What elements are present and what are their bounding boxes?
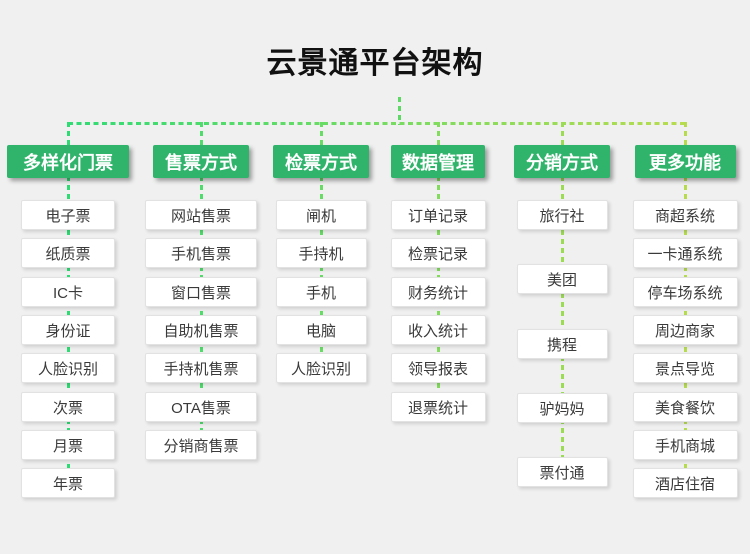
connector-horizontal-line — [68, 122, 687, 125]
item-box: 电脑 — [275, 315, 367, 345]
item-box: 美团 — [516, 264, 608, 294]
item-box: 酒店住宿 — [632, 468, 738, 498]
item-box: 检票记录 — [390, 238, 486, 268]
item-box: 周边商家 — [632, 315, 738, 345]
item-box: 手机售票 — [145, 238, 257, 268]
item-box: 驴妈妈 — [516, 393, 608, 423]
item-box: 领导报表 — [390, 353, 486, 383]
item-box: 次票 — [21, 392, 115, 422]
item-box: 电子票 — [21, 200, 115, 230]
item-box: 手持机 — [275, 238, 367, 268]
item-box: 订单记录 — [390, 200, 486, 230]
item-box: 美食餐饮 — [632, 392, 738, 422]
diagram-title: 云景通平台架构 — [266, 47, 484, 80]
column-header: 检票方式 — [273, 145, 369, 178]
item-box: 一卡通系统 — [632, 238, 738, 268]
item-box: 人脸识别 — [275, 353, 367, 383]
item-box: 旅行社 — [516, 200, 608, 230]
connector-title-stub — [397, 97, 401, 125]
item-box: 手机 — [275, 277, 367, 307]
item-box: 纸质票 — [21, 238, 115, 268]
item-box: 财务统计 — [390, 277, 486, 307]
item-box: 自助机售票 — [145, 315, 257, 345]
connector-column-line — [560, 122, 564, 473]
item-box: 网站售票 — [145, 200, 257, 230]
item-box: 景点导览 — [632, 353, 738, 383]
item-box: 携程 — [516, 329, 608, 359]
item-box: 手持机售票 — [145, 353, 257, 383]
item-box: 退票统计 — [390, 392, 486, 422]
item-box: IC卡 — [21, 277, 115, 307]
item-box: 停车场系统 — [632, 277, 738, 307]
item-box: 年票 — [21, 468, 115, 498]
column-header: 数据管理 — [391, 145, 485, 178]
column-header: 多样化门票 — [7, 145, 129, 178]
item-box: 票付通 — [516, 457, 608, 487]
item-box: 商超系统 — [632, 200, 738, 230]
item-box: 手机商城 — [632, 430, 738, 460]
item-box: OTA售票 — [145, 392, 257, 422]
column-header: 售票方式 — [153, 145, 249, 178]
item-box: 月票 — [21, 430, 115, 460]
item-box: 人脸识别 — [21, 353, 115, 383]
item-box: 收入统计 — [390, 315, 486, 345]
column-header: 分销方式 — [514, 145, 610, 178]
item-box: 身份证 — [21, 315, 115, 345]
item-box: 窗口售票 — [145, 277, 257, 307]
item-box: 闸机 — [275, 200, 367, 230]
item-box: 分销商售票 — [145, 430, 257, 460]
column-header: 更多功能 — [634, 145, 736, 178]
